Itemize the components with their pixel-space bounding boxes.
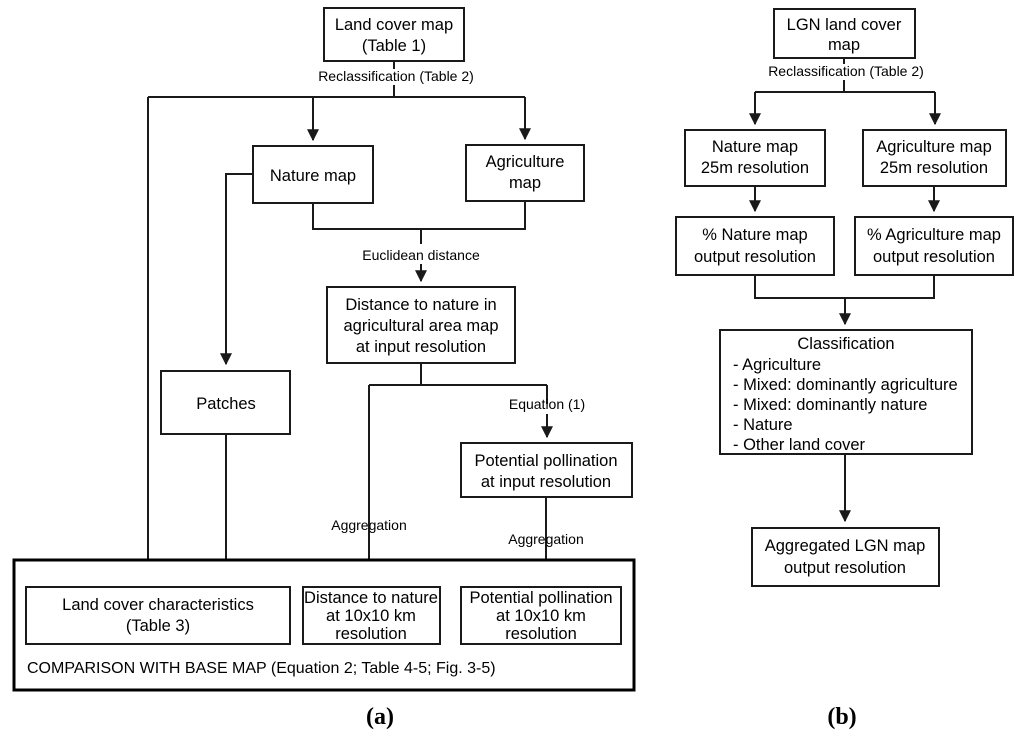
node-land-cover-characteristics[interactable]: Land cover characteristics (Table 3) xyxy=(25,586,291,645)
node-potential-pollination-input-line1: Potential pollination xyxy=(474,452,617,470)
node-pct-agriculture-map-line1: % Agriculture map xyxy=(867,226,1001,244)
node-aggregated-lgn-map-line1: Aggregated LGN map xyxy=(765,537,926,555)
node-aggregated-lgn-map[interactable]: Aggregated LGN map output resolution xyxy=(751,527,940,587)
node-pct-nature-map[interactable]: % Nature map output resolution xyxy=(675,216,835,276)
node-agriculture-map[interactable]: Agriculture map xyxy=(465,144,585,202)
node-lgn-land-cover-map[interactable]: LGN land cover map xyxy=(773,8,916,59)
node-pct-agriculture-map[interactable]: % Agriculture map output resolution xyxy=(854,216,1014,276)
node-distance-nature-10km-line2: at 10x10 km xyxy=(326,607,416,625)
edge-label-reclassification-b: Reclassification (Table 2) xyxy=(768,63,924,79)
node-potential-pollination-10km-line1: Potential pollination xyxy=(469,589,612,607)
edge-nature-map-to-patches xyxy=(220,173,253,366)
node-distance-nature-input-line2: agricultural area map xyxy=(344,317,499,335)
edge-label-equation-1: Equation (1) xyxy=(509,396,585,412)
node-pct-agriculture-map-line2: output resolution xyxy=(873,248,995,266)
node-land-cover-characteristics-line2: (Table 3) xyxy=(126,617,190,635)
node-potential-pollination-input-line2: at input resolution xyxy=(481,473,611,491)
node-nature-map[interactable]: Nature map xyxy=(252,145,374,204)
node-agriculture-map-line2: map xyxy=(509,174,541,192)
node-pct-nature-map-line1: % Nature map xyxy=(702,226,807,244)
node-classification[interactable]: Classification - Agriculture - Mixed: do… xyxy=(719,329,973,455)
edge-label-reclassification-a: Reclassification (Table 2) xyxy=(318,68,474,84)
node-distance-nature-input-line1: Distance to nature in xyxy=(345,296,496,314)
node-distance-nature-input[interactable]: Distance to nature in agricultural area … xyxy=(326,286,516,364)
node-nature-map-25m-line1: Nature map xyxy=(712,138,798,156)
node-nature-map-line1: Nature map xyxy=(270,167,356,185)
merge-nature-agriculture xyxy=(312,201,526,230)
node-distance-nature-10km[interactable]: Distance to nature at 10x10 km resolutio… xyxy=(302,586,441,645)
panel-a-caption: (a) xyxy=(366,704,394,730)
node-land-cover-characteristics-line1: Land cover characteristics xyxy=(62,596,254,614)
node-potential-pollination-10km-line3: resolution xyxy=(505,625,577,643)
node-aggregated-lgn-map-line2: output resolution xyxy=(784,559,906,577)
comparison-banner-label: COMPARISON WITH BASE MAP (Equation 2; Ta… xyxy=(27,660,496,677)
node-potential-pollination-10km-line2: at 10x10 km xyxy=(496,607,586,625)
node-classification-item-4: - Other land cover xyxy=(733,436,866,454)
node-distance-nature-10km-line1: Distance to nature xyxy=(304,589,438,607)
edge-label-euclidean-distance: Euclidean distance xyxy=(362,247,480,263)
node-distance-nature-input-line3: at input resolution xyxy=(356,338,486,356)
node-lgn-land-cover-map-line1: LGN land cover xyxy=(787,16,902,34)
node-classification-title: Classification xyxy=(797,335,894,353)
node-land-cover-map[interactable]: Land cover map (Table 1) xyxy=(323,7,465,62)
edge-label-aggregation-right: Aggregation xyxy=(508,531,584,547)
node-classification-item-3: - Nature xyxy=(733,416,793,434)
node-land-cover-map-line1: Land cover map xyxy=(335,16,453,34)
edge-label-aggregation-left: Aggregation xyxy=(331,517,407,533)
node-agriculture-map-25m-line1: Agriculture map xyxy=(876,138,992,156)
node-classification-item-2: - Mixed: dominantly nature xyxy=(733,396,927,414)
node-nature-map-25m-line2: 25m resolution xyxy=(701,159,809,177)
node-land-cover-map-line2: (Table 1) xyxy=(362,37,426,55)
node-agriculture-map-25m-line2: 25m resolution xyxy=(880,159,988,177)
node-agriculture-map-line1: Agriculture xyxy=(486,153,565,171)
node-agriculture-map-25m[interactable]: Agriculture map 25m resolution xyxy=(862,129,1007,187)
node-classification-item-1: - Mixed: dominantly agriculture xyxy=(733,376,958,394)
merge-pct-nature-agriculture xyxy=(754,275,935,299)
node-pct-nature-map-line2: output resolution xyxy=(694,248,816,266)
node-distance-nature-10km-line3: resolution xyxy=(335,625,407,643)
node-nature-map-25m[interactable]: Nature map 25m resolution xyxy=(684,129,826,187)
node-classification-item-0: - Agriculture xyxy=(733,356,821,374)
node-patches-line1: Patches xyxy=(196,395,256,413)
node-potential-pollination-input[interactable]: Potential pollination at input resolutio… xyxy=(460,442,633,498)
panel-b-caption: (b) xyxy=(827,704,856,730)
node-patches[interactable]: Patches xyxy=(160,370,291,435)
node-potential-pollination-10km[interactable]: Potential pollination at 10x10 km resolu… xyxy=(460,586,622,645)
node-lgn-land-cover-map-line2: map xyxy=(828,36,860,54)
